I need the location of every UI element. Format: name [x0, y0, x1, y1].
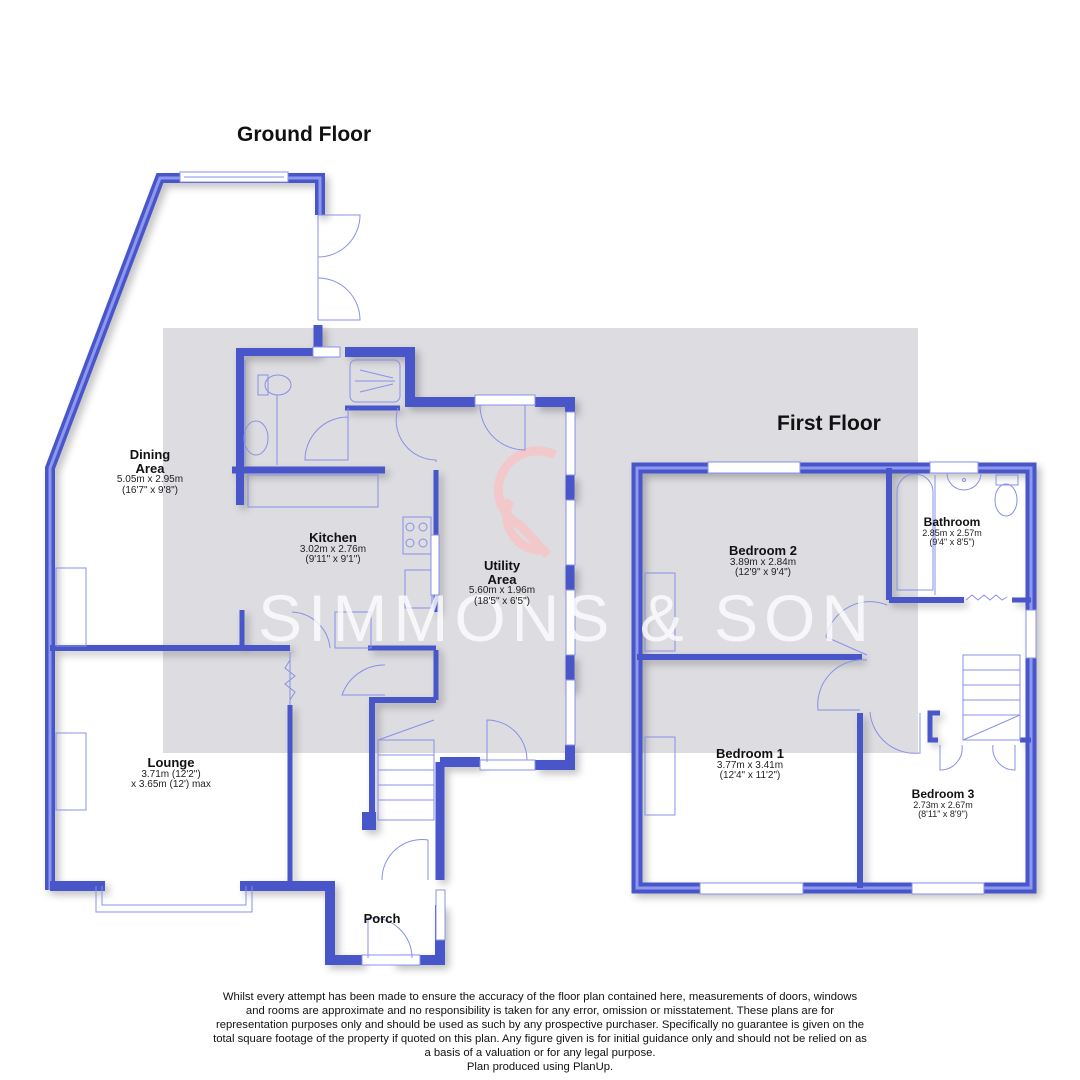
room-dimensions-imperial: (8'11" x 8'9") — [918, 809, 968, 820]
room-bathroom: Bathroom 2.85m x 2.57m (9'4" x 8'5") — [922, 516, 982, 547]
staircase — [962, 654, 1021, 741]
room-name: Dining — [129, 447, 171, 462]
shower — [349, 359, 401, 403]
room-dimensions-metric: 2.73m x 2.67m — [913, 799, 973, 810]
room-name: Area — [487, 571, 517, 587]
s-monogram-icon — [493, 446, 558, 559]
french-door — [317, 214, 361, 258]
room-dimensions-metric: 2.85m x 2.57m — [922, 527, 982, 538]
room-name: Lounge — [147, 755, 195, 770]
bay-window — [95, 886, 253, 913]
disclaimer-line: and rooms are approximate and no respons… — [245, 1005, 835, 1017]
room-dimensions-imperial: x 3.65m (12') max — [131, 779, 211, 791]
disclaimer-line: total square footage of the property if … — [213, 1033, 867, 1045]
room-dimensions-metric: 3.77m x 3.41m — [716, 759, 784, 771]
room-name: Area — [135, 460, 165, 476]
room-name: Porch — [363, 911, 401, 926]
room-bedroom-2: Bedroom 2 3.89m x 2.84m (12'9" x 9'4") — [729, 544, 797, 579]
room-dimensions-imperial: (12'9" x 9'4") — [735, 567, 791, 579]
disclaimer: Whilst every attempt has been made to en… — [150, 990, 930, 1074]
room-dining-area: Dining Area 5.05m x 2.95m (16'7" x 9'8") — [117, 448, 183, 496]
room-dimensions-imperial: (9'11" x 9'1") — [305, 554, 361, 566]
watermark-brand-text: SIMMONS & SON — [258, 581, 876, 655]
room-bedroom-3: Bedroom 3 2.73m x 2.67m (8'11" x 8'9") — [912, 788, 975, 819]
room-name: Utility — [483, 558, 521, 573]
disclaimer-line: representation purposes only and should … — [215, 1019, 865, 1031]
room-porch: Porch — [364, 912, 401, 926]
disclaimer-line: Plan produced using PlanUp. — [466, 1061, 614, 1073]
room-dimensions-metric: 3.71m (12'2") — [141, 768, 201, 780]
room-dimensions-metric: 5.60m x 1.96m — [468, 585, 536, 597]
room-utility-area: Utility Area 5.60m x 1.96m (18'5" x 6'5"… — [469, 559, 535, 607]
ground-floor-fixtures — [55, 171, 576, 966]
room-dimensions-imperial: (9'4" x 8'5") — [929, 537, 975, 548]
room-name: Kitchen — [309, 530, 357, 545]
disclaimer-line: a basis of a valuation or for any legal … — [424, 1047, 656, 1059]
first-floor-plan — [631, 462, 1037, 894]
room-lounge: Lounge 3.71m (12'2") x 3.65m (12') max — [131, 756, 211, 791]
room-name: Bedroom 2 — [729, 543, 797, 558]
room-dimensions-imperial: (12'4" x 11'2") — [719, 770, 781, 782]
room-dimensions-imperial: (18'5" x 6'5") — [474, 595, 530, 607]
room-dimensions-metric: 3.89m x 2.84m — [729, 556, 797, 568]
room-dimensions-metric: 3.02m x 2.76m — [299, 543, 367, 555]
bath — [896, 473, 934, 591]
room-dimensions-imperial: (16'7" x 9'8") — [122, 484, 178, 496]
staircase — [377, 739, 435, 821]
basin — [243, 420, 269, 456]
room-bedroom-1: Bedroom 1 3.77m x 3.41m (12'4" x 11'2") — [716, 747, 784, 782]
room-name: Bedroom 1 — [716, 746, 784, 761]
disclaimer-line: Whilst every attempt has been made to en… — [222, 991, 858, 1003]
ground-floor-heading: Ground Floor — [237, 123, 372, 146]
room-name: Bedroom 3 — [911, 787, 975, 801]
room-dimensions-metric: 5.05m x 2.95m — [116, 474, 184, 486]
room-name: Bathroom — [923, 515, 981, 529]
first-floor-fixtures — [644, 461, 1037, 895]
room-kitchen: Kitchen 3.02m x 2.76m (9'11" x 9'1") — [300, 531, 366, 566]
first-floor-heading: First Floor — [777, 412, 881, 435]
